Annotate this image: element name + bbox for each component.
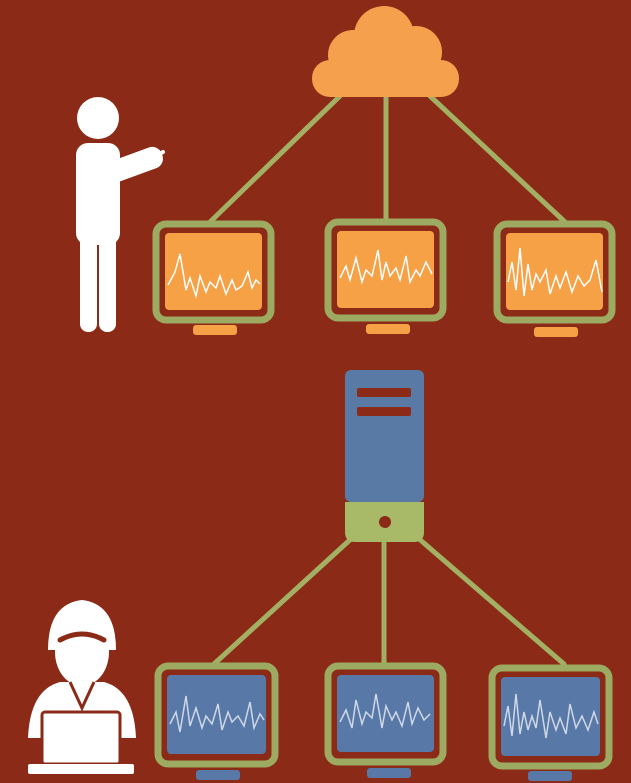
connector-bottom-right <box>415 535 567 667</box>
monitor-top-right <box>493 220 616 337</box>
person-laptop-icon <box>28 600 136 774</box>
person-standing-icon <box>76 97 165 332</box>
top-connectors <box>207 93 568 225</box>
monitor-bottom-right <box>488 664 613 781</box>
monitor-bottom-center <box>324 662 447 778</box>
monitor-bottom-left <box>154 662 279 780</box>
cloud-icon <box>312 6 459 97</box>
connector-bottom-left <box>211 535 355 667</box>
connector-top-right <box>427 93 568 225</box>
bottom-connectors <box>211 535 567 667</box>
connector-top-left <box>207 93 343 225</box>
monitor-top-center <box>324 218 447 334</box>
monitor-top-left <box>152 220 275 335</box>
server-icon <box>345 370 424 542</box>
